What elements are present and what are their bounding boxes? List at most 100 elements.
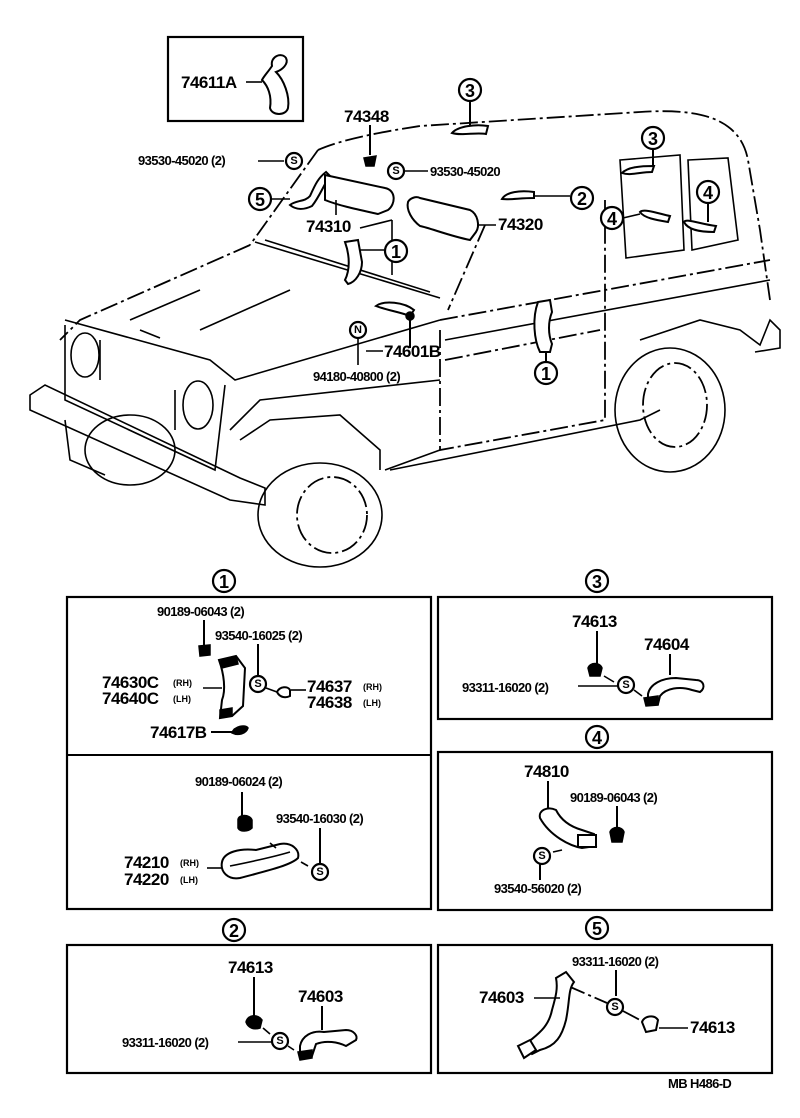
screw-label-2: 93540-16030 (2) [276,811,363,826]
screw-symbol-left-label: S [290,155,297,167]
vehicle-outline [29,110,781,568]
cover-lh-suffix: (LH) [363,698,381,708]
door-outline [439,200,606,452]
rear-fender [639,318,781,353]
grip-cover-icon [260,54,290,115]
screw-label-3: 93311-16020 (2) [122,1035,209,1050]
front-bumper [29,384,266,506]
detail-box-5: 5 93311-16020 (2) S 74603 74613 [436,915,774,1075]
dashed-leader [567,985,608,1004]
detail-frame-2 [65,943,433,1075]
rear-wheel [614,347,726,473]
inset-box: 74611A [166,35,305,123]
cover-rh-suffix: (RH) [363,682,382,692]
ref-circle-1-dash [383,238,409,264]
grip-icon-6 [522,970,576,1056]
ref-circle-1-dash-label: 1 [391,242,401,262]
screw-symbol-left [284,151,304,171]
detail-box-3: 3 74613 74604 93311-16020 (2) S [436,568,774,721]
bolt-icon-5 [609,826,625,843]
screw-label-4: 93311-16020 (2) [462,680,549,695]
vehicle-callouts: 3 74348 93530-45020 (2) S S 93530-45020 … [138,77,721,386]
grille-frame [64,325,226,472]
cap-icon-6 [640,1015,660,1034]
plug-icon [231,725,249,736]
bolt-label: 90189-06043 (2) [157,604,244,619]
rocker [384,449,441,471]
grip-rh-label: 74630C [102,673,159,692]
screw-symbol-6-label: S [611,1001,618,1013]
cover-lh-label: 74638 [307,693,352,712]
leader-tick [552,849,563,853]
grip-lh-suffix-2: (LH) [180,875,198,885]
ref-circle-4-left-label: 4 [607,209,617,229]
sill [389,409,661,471]
grille-bars [99,340,176,430]
leader-line [622,213,641,219]
leader-line [359,219,393,229]
detail-frame-5 [436,943,774,1075]
hood-front [64,319,441,381]
front-wheel-left [84,414,176,486]
screw-symbol-2 [310,862,330,882]
screw-symbol-3-label: S [276,1035,283,1047]
leader-tick [287,1045,295,1051]
front-wheel [257,462,383,568]
visor-clip-icon [363,155,377,167]
section-header-5-label: 5 [592,919,602,939]
bolt-label-5: 90189-06043 (2) [570,790,657,805]
cover-rh-label: 74637 [307,677,352,696]
side-grip-left-icon [638,209,672,224]
hood-bump [139,329,161,339]
grip-rh-label-2: 74210 [124,853,169,872]
dashed-leader [622,1010,641,1021]
screw-right-label: 93530-45020 [430,164,500,179]
inset-frame [166,35,305,123]
cap-label-6: 74613 [690,1018,735,1037]
grip-end-5 [577,834,597,848]
rear-side-window [619,154,685,259]
nut-icon [405,311,415,321]
detail-box-1: 1 90189-06043 (2) 93540-16025 (2) S 7463… [65,568,433,911]
headlight-right [182,380,214,430]
headlight-left [70,332,100,378]
leader-line [265,687,278,693]
rear-roof-grip-icon [620,164,656,176]
screw-label-5: 93540-56020 (2) [494,881,581,896]
screw-symbol-4 [616,675,636,695]
body-line-2 [444,329,601,361]
detail-frame-3 [436,595,774,721]
screw-symbol-label: S [254,678,261,690]
front-wheel-arch [239,414,381,470]
section-header-5 [584,915,610,941]
bolt-icon [198,644,211,657]
ref-circle-1-door [533,360,559,386]
screw-symbol-6 [605,997,625,1017]
sun-visor-lh-label: 74310 [306,217,351,236]
a-pillar-grip-icon [288,170,332,210]
grip-lh-label: 74640C [102,689,159,708]
screw-symbol-3 [270,1031,290,1051]
screw-symbol-4-label: S [622,679,629,691]
bolt-label-2: 90189-06024 (2) [195,774,282,789]
grip-end-6a [516,1038,538,1060]
grip-label-3: 74604 [644,635,690,654]
ref-circle-3-label: 3 [465,81,475,101]
detail-frame-1 [65,595,433,911]
inset-part-label: 74611A [181,73,237,92]
bolt-icon-2 [237,814,253,832]
sun-visor-rh-label: 74320 [498,215,543,234]
grip-detail [229,851,291,867]
cap-icon [245,1015,263,1030]
nut-label: 94180-40800 (2) [313,369,400,384]
cap-label: 74613 [228,958,273,977]
ref-circle-4-right-label: 4 [703,183,713,203]
leader-tick [603,675,615,683]
a-pillar-right [447,224,486,311]
leader-tick [300,861,309,867]
plug-label: 74617B [150,723,207,742]
hood-crease-2 [199,289,291,331]
grip-end-3 [643,695,659,707]
cap-icon-3 [587,662,603,677]
